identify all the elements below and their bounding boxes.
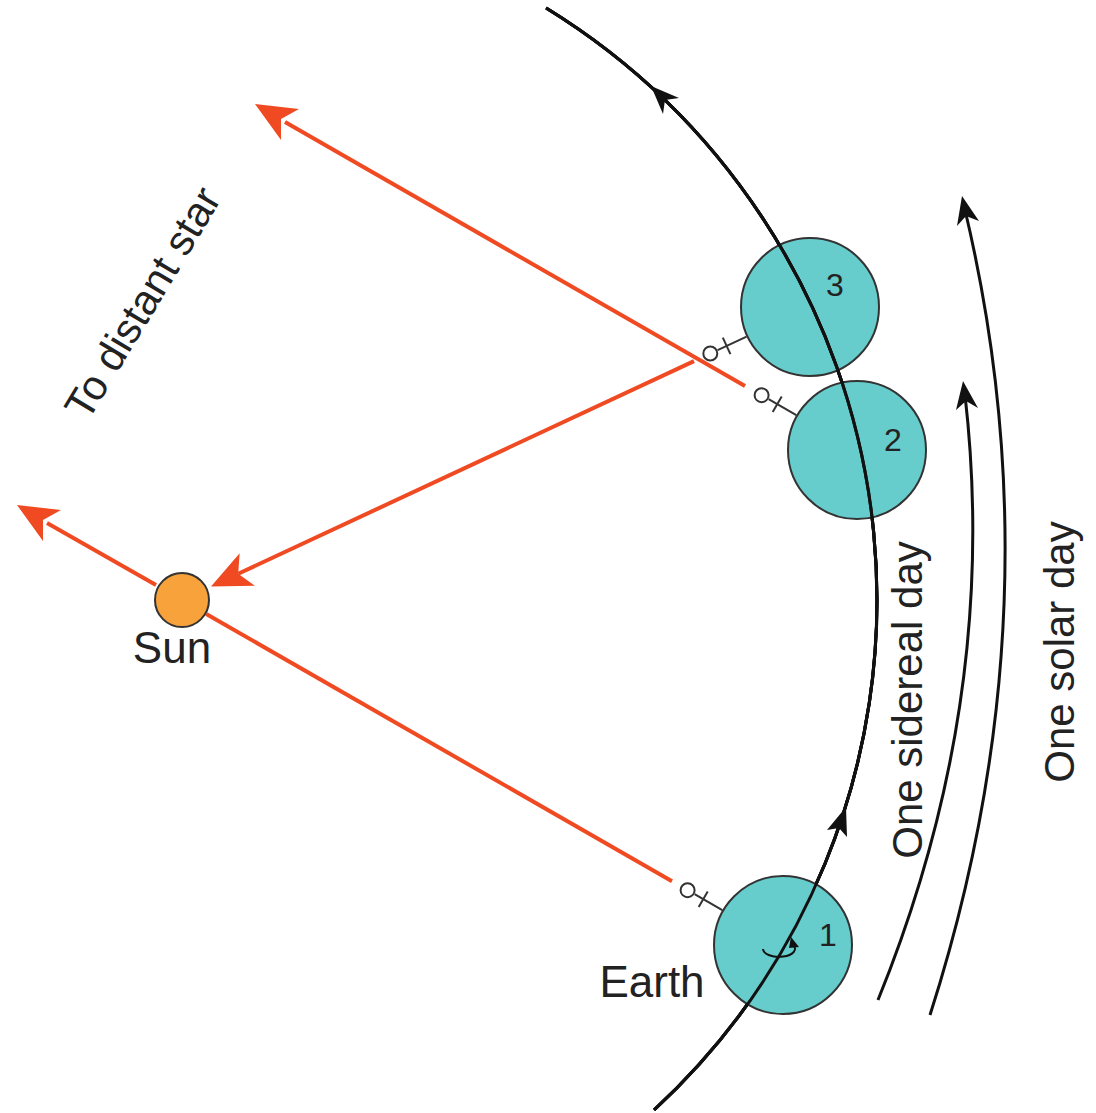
observer-figure [681,883,723,910]
position-number: 3 [826,269,844,301]
interval-arrowhead [957,196,979,226]
interval-label: One sidereal day [887,541,929,859]
orbit-path [546,8,877,1110]
position-number: 1 [819,919,837,951]
earth-circle: Earth1 [713,875,853,1015]
earth-label: Earth [599,960,704,1004]
sightline-arrowhead [255,104,299,140]
earth-circle-shape [714,876,852,1014]
node-outline [787,380,927,520]
sightline-arrowhead [211,553,255,586]
sightline-path [206,614,672,881]
orbit-path [546,8,877,1110]
sun-circle: Sun [154,572,210,628]
earth-circle: 3 [740,237,880,377]
interval-arc [930,210,1005,1015]
sun-label: Sun [133,626,211,670]
earth-circle: 2 [787,380,927,520]
observer-figure [755,388,797,415]
sightline-path [238,361,694,574]
orbit-path [546,8,877,1110]
sightline-connector [211,361,694,586]
rotation-arrowhead [789,937,799,948]
earth-circle-shape [788,381,926,519]
interval-label: One solar day [1039,521,1081,782]
direction-label: To distant star [58,180,229,426]
orbit-path [546,8,877,1110]
observer-figure [703,337,746,361]
sun-circle-shape [155,573,209,627]
position-number: 2 [884,424,902,456]
node-outline [154,572,210,628]
earth-circle-shape [741,238,879,376]
sightline-arrowhead [17,505,61,541]
sightline-connector [206,614,672,881]
node-outline [740,237,880,377]
interval-arrowhead [956,381,978,410]
sightline [285,122,745,386]
sightline [47,523,156,585]
